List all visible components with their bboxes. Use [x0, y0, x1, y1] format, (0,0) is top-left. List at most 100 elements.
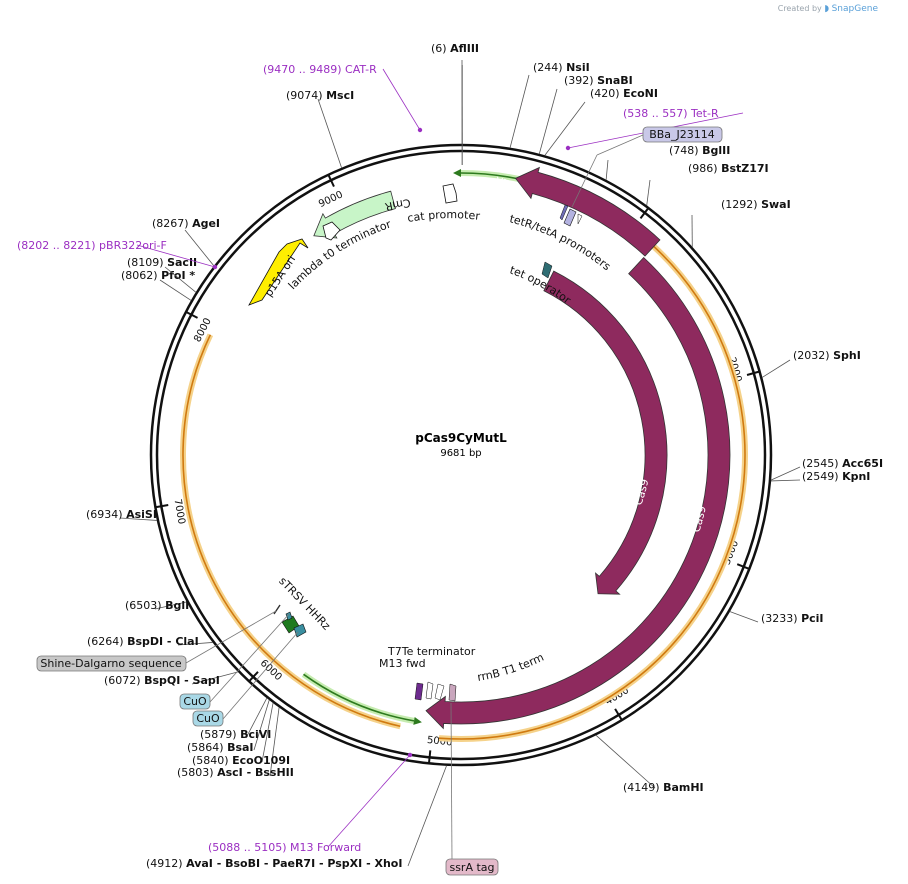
enzyme-bamhi: (4149) BamHI: [623, 781, 704, 794]
enzyme-asisi: (6934) AsiSI: [86, 508, 157, 521]
enzyme-leader-bamhi: [595, 734, 656, 789]
cat-promoter-label: cat promoter: [406, 208, 481, 225]
enzyme-leader-sphi: [761, 359, 791, 378]
tick-1000: [639, 207, 650, 219]
bba-j23114-text: BBa_J23114: [649, 128, 715, 141]
backbone-outer: [149, 143, 773, 767]
enzyme-leader-bgli: [154, 601, 187, 610]
shine-dalgarno-text: Shine-Dalgarno sequence: [40, 657, 181, 670]
primer-m13-forward: (5088 .. 5105) M13 Forward: [208, 841, 361, 854]
enzyme-agei: (8267) AgeI: [152, 217, 220, 230]
enzyme-asci-bsshii: (5803) AscI - BssHII: [177, 766, 294, 779]
primer-tet-r: (538 .. 557) Tet-R: [623, 107, 719, 120]
enzyme-ecoo109i: (5840) EcoO109I: [192, 754, 290, 767]
tick-6000: [248, 671, 259, 682]
cat-promoter-arrow: [442, 183, 458, 204]
enzyme-sphi: (2032) SphI: [793, 349, 861, 362]
orange-band-1: [180, 333, 401, 730]
orange-line-1: [182, 334, 401, 728]
orange-line-0: [438, 231, 746, 740]
plasmid-name: pCas9CyMutL: [415, 431, 507, 445]
enzyme-leader-bspqi-sapi: [191, 671, 239, 685]
promoter-glyph-2: [577, 213, 583, 225]
enzyme-leader-bsai: [253, 699, 270, 751]
enzyme-leader-acc65i: [770, 466, 801, 481]
enzyme-pfoi: (8062) PfoI *: [121, 269, 195, 282]
enzyme-sacii: (8109) SacII: [127, 256, 197, 269]
ssra-text: ssrA tag: [449, 861, 494, 874]
enzyme-leader-ecoo109i: [261, 702, 274, 763]
enzyme-leader-bglii: [605, 159, 609, 180]
enzyme-leader-kpni: [770, 479, 801, 482]
primer-leader-m13-forward: [327, 754, 411, 848]
enzyme-leader-agei: [184, 229, 215, 267]
enzyme-leader-avai-bsobi-paer7i-pspxi-xhoi: [407, 765, 447, 867]
tick-4000: [614, 708, 623, 721]
primer-mark-cat-r: [417, 127, 423, 133]
m13-fwd-glyph: [425, 681, 434, 700]
enzyme-bspdi-clai: (6264) BspDI - ClaI: [87, 635, 199, 648]
t7te-label: T7Te terminator: [387, 645, 476, 658]
enzyme-leader-msci: [317, 98, 343, 168]
enzyme-leader-bstz17i: [646, 179, 651, 206]
enzyme-leader-asisi: [119, 517, 157, 521]
primer-mark-tet-r: [565, 145, 571, 151]
tick-3000: [736, 563, 750, 570]
enzyme-leader-bcivi: [245, 697, 268, 739]
features: [301, 166, 731, 730]
cmr-label: CmR: [383, 196, 411, 213]
ssra-box: ssrA tag: [445, 702, 499, 876]
enzyme-bstz17i: (986) BstZ17I: [688, 162, 769, 175]
enzyme-leader-snabi: [538, 88, 558, 155]
green-arrow-bottom-head: [413, 716, 422, 725]
enzyme-msci: (9074) MscI: [286, 89, 354, 102]
enzyme-kpni: (2549) KpnI: [802, 470, 870, 483]
enzyme-snabi: (392) SnaBI: [564, 74, 633, 87]
enzyme-swai: (1292) SwaI: [721, 198, 791, 211]
rrnb-glyph: [434, 683, 445, 701]
backbone-inner: [155, 149, 767, 761]
enzyme-leader-bspdi-clai: [177, 642, 213, 646]
primer-cat-r: (9470 .. 9489) CAT-R: [263, 63, 377, 76]
cuo-glyph-2: [285, 611, 293, 621]
enzyme-avai-bsobi-paer7i-pspxi-xhoi: (4912) AvaI - BsoBI - PaeR7I - PspXI - X…: [146, 857, 402, 870]
orange-features: [180, 229, 748, 742]
green-arrow-bottom: [303, 673, 415, 722]
primer-leader-pbr322ori-f: [136, 244, 216, 268]
enzyme-pcii: (3233) PciI: [761, 612, 824, 625]
sd-glyph: [273, 604, 281, 615]
enzyme-leader-sacii: [164, 266, 197, 293]
primers: (9470 .. 9489) CAT-R (538 .. 557) Tet-R (8…: [17, 63, 744, 854]
feature-cas9-2-arrow: [543, 270, 668, 595]
credit-brand: SnapGene: [831, 4, 878, 14]
shine-dalgarno-box: Shine-Dalgarno sequence: [36, 610, 277, 672]
green-arrow-top-head: [453, 169, 461, 177]
enzyme-leader-nsii: [509, 74, 530, 148]
feature-tetr-0-arrow: [514, 166, 661, 257]
primer-mark-m13-forward: [407, 752, 413, 758]
enzyme-leader-pfoi: [159, 279, 192, 301]
rrnb-label: rrnB T1 terminator: [0, 0, 546, 684]
cuo-text-1: CuO: [183, 695, 207, 708]
t7te-glyph: [414, 682, 424, 701]
enzyme-leader-asci-bsshii: [269, 707, 280, 777]
enzyme-leader-econi: [544, 101, 586, 156]
bba-j23114-box: BBa_J23114: [571, 126, 723, 208]
enzyme-bspqi-sapi: (6072) BspQI - SapI: [104, 674, 220, 687]
enzyme-bcivi: (5879) BciVI: [200, 728, 271, 741]
tick-7000: [155, 504, 169, 509]
enzyme-bglii: (748) BglII: [669, 144, 730, 157]
credit-text: Created by: [777, 4, 822, 13]
p15a-ori-arrow: [248, 238, 309, 306]
tet-operator-glyph: [541, 261, 553, 279]
enzyme-leader-pcii: [729, 611, 759, 623]
tick-5000: [427, 750, 432, 764]
tick-label-9000: 9000: [317, 189, 345, 210]
promoter-glyph: [559, 204, 569, 221]
feature-cas9-1-arrow: [425, 256, 731, 730]
enzyme-nsii: (244) NsiI: [533, 61, 590, 74]
ssra-glyph: [448, 683, 457, 702]
enzyme-acc65i: (2545) Acc65I: [802, 457, 883, 470]
tick-2000: [746, 370, 760, 376]
